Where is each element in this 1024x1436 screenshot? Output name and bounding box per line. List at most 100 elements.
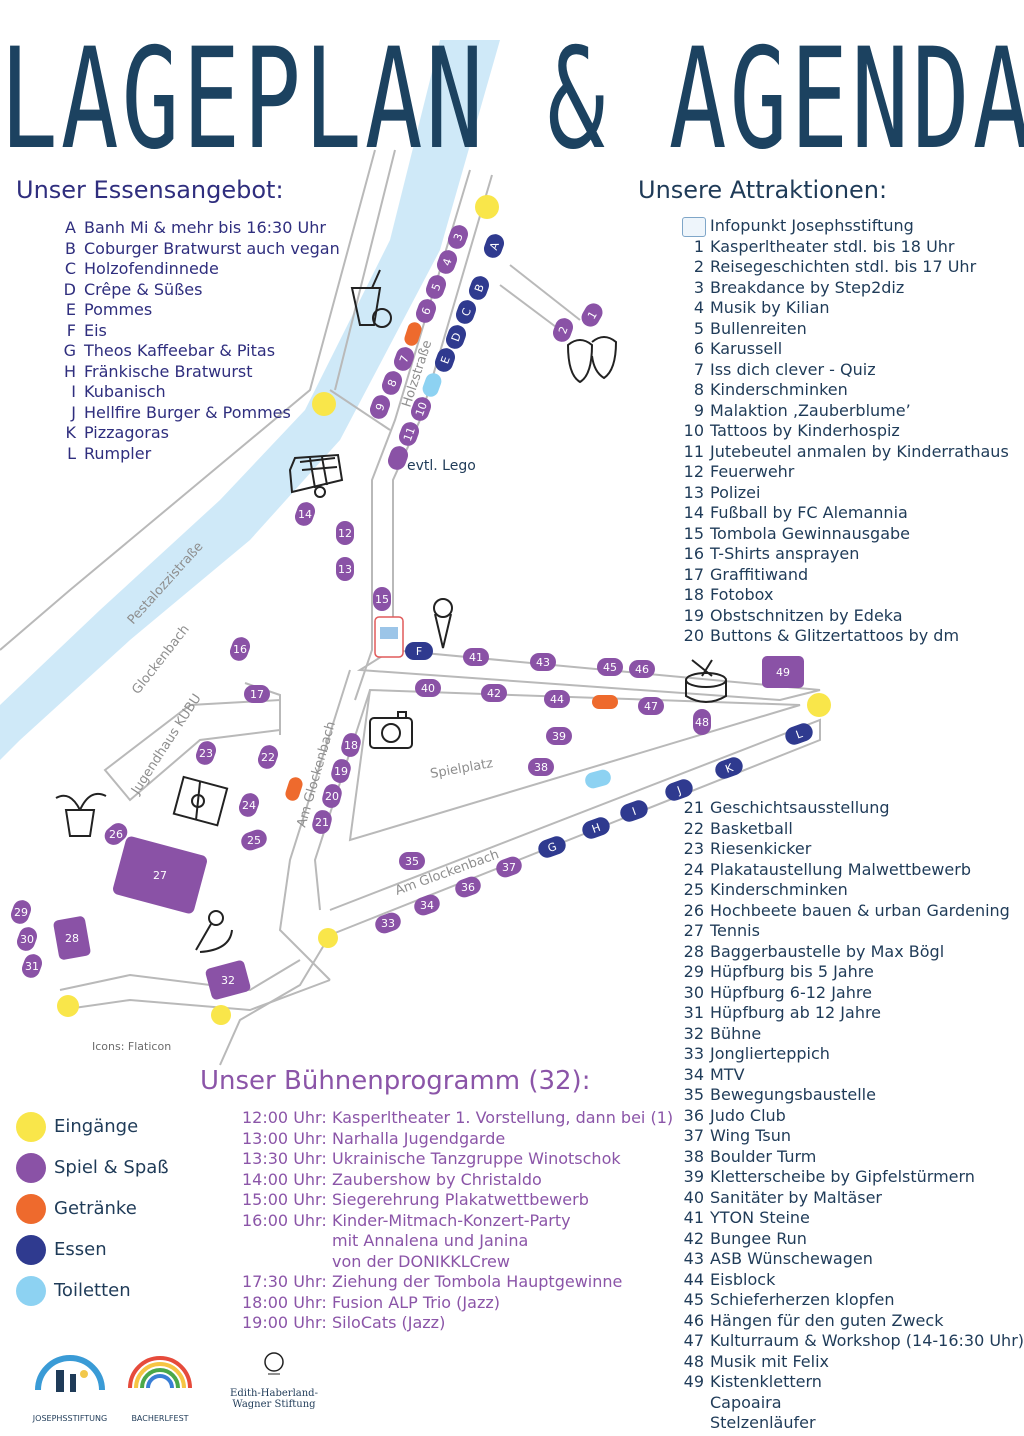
- list-item: 14:00 Uhr:Zaubershow by Christaldo: [242, 1170, 673, 1191]
- marker-8[interactable]: 8: [385, 378, 400, 389]
- marker-35[interactable]: 35: [405, 855, 419, 868]
- marker-12[interactable]: 12: [338, 527, 352, 540]
- marker-48[interactable]: 48: [695, 716, 709, 729]
- marker-C[interactable]: C: [459, 306, 474, 318]
- marker-37[interactable]: 37: [502, 861, 516, 874]
- list-item-label: Kulturraum & Workshop (14-16:30 Uhr): [710, 1331, 1024, 1350]
- marker-2[interactable]: 2: [556, 325, 571, 336]
- marker-F[interactable]: F: [416, 645, 422, 658]
- list-item-key: 39: [683, 1167, 704, 1186]
- marker-4[interactable]: 4: [440, 257, 455, 268]
- drink-stand[interactable]: [403, 320, 424, 347]
- marker-A[interactable]: A: [487, 240, 502, 252]
- drink-stand[interactable]: [284, 775, 305, 802]
- marker-47[interactable]: 47: [644, 700, 658, 713]
- marker-28[interactable]: 28: [65, 932, 79, 945]
- marker-E[interactable]: E: [438, 355, 453, 366]
- list-item-key: 32: [683, 1023, 704, 1043]
- marker-43[interactable]: 43: [536, 656, 550, 669]
- marker-25[interactable]: 25: [247, 834, 261, 847]
- marker-20[interactable]: 20: [325, 790, 339, 803]
- marker-6[interactable]: 6: [419, 306, 434, 317]
- marker-26[interactable]: 26: [109, 828, 123, 841]
- marker-11[interactable]: 11: [401, 425, 418, 443]
- marker-21[interactable]: 21: [315, 816, 329, 829]
- list-item-key: 26: [683, 900, 704, 920]
- list-item-key: 22: [683, 818, 704, 838]
- marker-9[interactable]: 9: [373, 402, 388, 413]
- marker-44[interactable]: 44: [550, 693, 564, 706]
- list-item: 13:30 Uhr:Ukrainische Tanzgruppe Winotsc…: [242, 1149, 673, 1170]
- marker-L[interactable]: L: [794, 727, 805, 742]
- marker-J[interactable]: J: [674, 784, 682, 798]
- marker-30[interactable]: 30: [20, 933, 34, 946]
- marker-23[interactable]: 23: [199, 747, 213, 760]
- marker-17[interactable]: 17: [250, 688, 264, 701]
- list-item-label: Hüpfburg ab 12 Jahre: [710, 1003, 882, 1022]
- marker-G[interactable]: G: [546, 840, 558, 855]
- roads: [0, 149, 821, 1066]
- entrance[interactable]: [57, 995, 79, 1017]
- marker-34[interactable]: 34: [420, 899, 434, 912]
- marker-19[interactable]: 19: [334, 765, 348, 778]
- toilet[interactable]: [583, 768, 612, 790]
- marker-18[interactable]: 18: [344, 739, 358, 752]
- marker-5[interactable]: 5: [429, 282, 444, 293]
- marker-42[interactable]: 42: [487, 687, 501, 700]
- marker-27[interactable]: 27: [153, 869, 167, 882]
- marker-16[interactable]: 16: [233, 643, 247, 656]
- marker-D[interactable]: D: [449, 331, 464, 343]
- entrance[interactable]: [475, 195, 499, 219]
- list-item-label: Wing Tsun: [710, 1126, 792, 1145]
- marker-39[interactable]: 39: [552, 730, 566, 743]
- list-item-label: Fußball by FC Alemannia: [710, 503, 908, 522]
- marker-31[interactable]: 31: [25, 960, 39, 973]
- drink-stand[interactable]: [592, 695, 618, 709]
- marker-32[interactable]: 32: [221, 974, 235, 987]
- marker-13[interactable]: 13: [338, 563, 352, 576]
- entrance[interactable]: [318, 928, 338, 948]
- drink-icon: [350, 269, 392, 328]
- marker-14[interactable]: 14: [298, 508, 312, 521]
- marker-B[interactable]: B: [472, 282, 487, 294]
- marker-46[interactable]: 46: [635, 663, 649, 676]
- marker-49[interactable]: 49: [776, 666, 790, 679]
- list-item-key: 41: [683, 1208, 704, 1227]
- list-item-key: 27: [683, 921, 704, 940]
- marker-3[interactable]: 3: [451, 232, 466, 243]
- entrance[interactable]: [807, 693, 831, 717]
- list-item-label: Coburger Bratwurst auch vegan: [84, 238, 340, 258]
- marker-I[interactable]: I: [630, 805, 638, 818]
- marker-7[interactable]: 7: [397, 354, 412, 365]
- marker-10[interactable]: 10: [413, 400, 430, 418]
- marker-33[interactable]: 33: [381, 917, 395, 930]
- toilet[interactable]: [420, 371, 443, 399]
- list-item-label: Kinder-Mitmach-Konzert-Party: [332, 1210, 571, 1230]
- marker-38[interactable]: 38: [534, 761, 548, 774]
- marker-29[interactable]: 29: [14, 906, 28, 919]
- list-item-label: Hüpfburg 6-12 Jahre: [710, 982, 872, 1002]
- marker-45[interactable]: 45: [603, 661, 617, 674]
- marker-15[interactable]: 15: [375, 593, 389, 606]
- list-item-key: 30: [683, 982, 704, 1002]
- marker-36[interactable]: 36: [461, 881, 475, 894]
- list-item-label: Malaktion ‚Zauberblume’: [710, 400, 911, 420]
- marker-K[interactable]: K: [724, 761, 736, 776]
- list-item-key: 21: [683, 798, 704, 817]
- stage-heading: Unser Bühnenprogramm (32):: [200, 1066, 591, 1096]
- entrance[interactable]: [312, 392, 336, 416]
- street-spielplatz: Spielplatz: [429, 756, 494, 782]
- marker-41[interactable]: 41: [469, 651, 483, 664]
- entrance[interactable]: [211, 1005, 231, 1025]
- marker-40[interactable]: 40: [421, 682, 435, 695]
- marker-24[interactable]: 24: [242, 799, 256, 812]
- legend-item: Getränke: [16, 1188, 169, 1229]
- marker-22[interactable]: 22: [261, 751, 275, 764]
- list-item-key: K: [65, 423, 77, 442]
